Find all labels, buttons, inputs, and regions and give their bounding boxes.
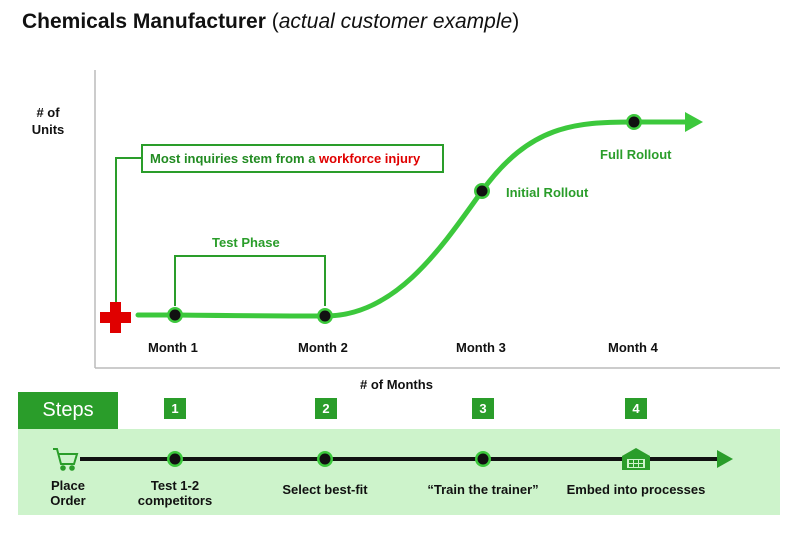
month-label-2: Month 2 bbox=[298, 340, 348, 355]
growth-arrowhead bbox=[685, 112, 703, 132]
callout-connector bbox=[115, 157, 141, 304]
curve-dot-month-1 bbox=[167, 307, 183, 323]
title-main: Chemicals Manufacturer bbox=[22, 10, 266, 33]
test-phase-bracket bbox=[174, 255, 326, 306]
title-subtitle: actual customer example bbox=[278, 10, 513, 33]
step-label-place-order: Place Order bbox=[50, 478, 86, 508]
curve-dot-month-2 bbox=[317, 308, 333, 324]
steps-band bbox=[18, 429, 780, 515]
curve-dot-full-rollout bbox=[626, 114, 642, 130]
red-cross-icon bbox=[100, 302, 131, 333]
step-label-3: “Train the trainer” bbox=[427, 482, 539, 497]
step-label-4: Embed into processes bbox=[566, 482, 706, 497]
growth-curve bbox=[135, 119, 691, 319]
page-title: Chemicals Manufacturer (actual customer … bbox=[22, 10, 519, 34]
step-number-2: 2 bbox=[315, 398, 337, 419]
steps-arrowhead bbox=[717, 450, 733, 468]
step-dot-1 bbox=[167, 451, 183, 467]
step-number-4: 4 bbox=[625, 398, 647, 419]
month-label-1: Month 1 bbox=[148, 340, 198, 355]
full-rollout-label: Full Rollout bbox=[600, 147, 672, 162]
step-dot-3 bbox=[475, 451, 491, 467]
warehouse-icon bbox=[622, 448, 650, 470]
steps-tab: Steps bbox=[18, 392, 118, 429]
x-axis-label: # of Months bbox=[360, 377, 433, 392]
y-axis-label-text: # of Units bbox=[31, 105, 65, 137]
title-close-paren: ) bbox=[512, 10, 520, 33]
callout-highlight: workforce injury bbox=[319, 151, 421, 166]
shopping-cart-icon bbox=[53, 448, 79, 471]
curve-dot-initial-rollout bbox=[474, 183, 490, 199]
y-axis-label: # of Units bbox=[30, 104, 66, 138]
callout-text: Most inquiries stem from a bbox=[150, 151, 320, 166]
test-phase-label: Test Phase bbox=[212, 235, 280, 250]
title-open-paren: ( bbox=[265, 10, 279, 33]
month-label-3: Month 3 bbox=[456, 340, 506, 355]
initial-rollout-label: Initial Rollout bbox=[506, 185, 589, 200]
step-number-3: 3 bbox=[472, 398, 494, 419]
step-dot-2 bbox=[317, 451, 333, 467]
month-label-4: Month 4 bbox=[608, 340, 658, 355]
step-label-2: Select best-fit bbox=[282, 482, 368, 497]
injury-callout: Most inquiries stem from a workforce inj… bbox=[141, 144, 444, 173]
step-label-1: Test 1-2 competitors bbox=[137, 478, 213, 508]
step-number-1: 1 bbox=[164, 398, 186, 419]
